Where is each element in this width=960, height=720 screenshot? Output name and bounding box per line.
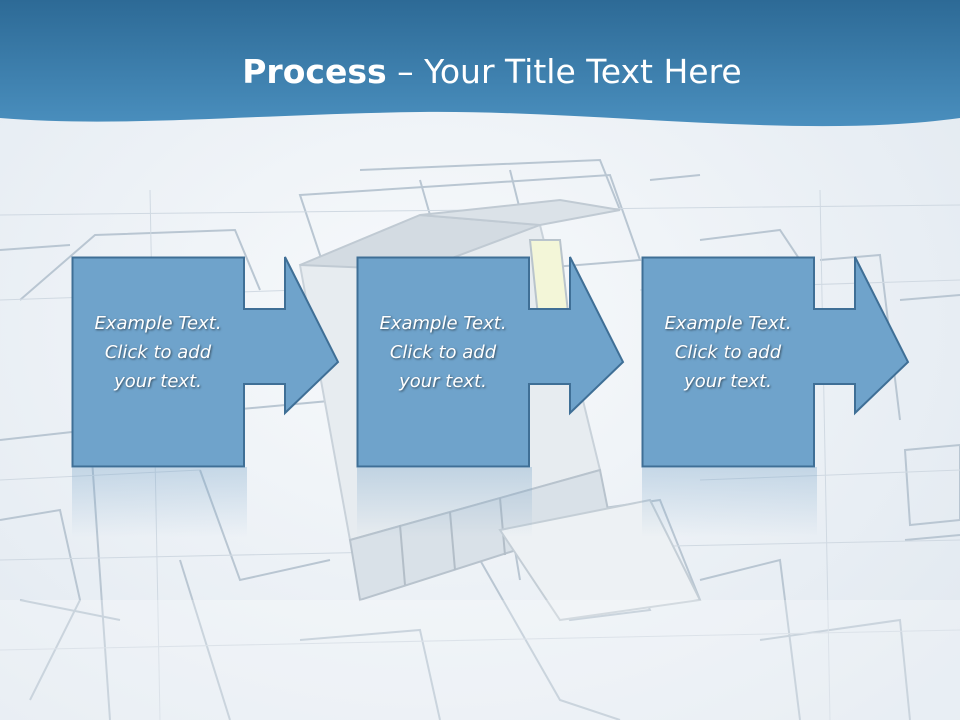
- step-3-reflection: [642, 467, 817, 537]
- step-text-line: your text.: [114, 371, 202, 392]
- right-arrow-icon: [356, 256, 625, 468]
- process-step-1[interactable]: Example Text. Click to add your text.: [71, 256, 412, 468]
- right-arrow-icon: [71, 256, 340, 468]
- slide-title-rest: – Your Title Text Here: [386, 52, 742, 91]
- step-3-arrow-shape: [641, 256, 910, 468]
- step-2-reflection: [357, 467, 532, 537]
- step-text-line: Click to add: [389, 342, 497, 363]
- slide-title-bold: Process: [242, 52, 387, 91]
- step-text-line: Click to add: [104, 342, 212, 363]
- step-2-label: Example Text. Click to add your text.: [367, 309, 519, 396]
- step-1-label: Example Text. Click to add your text.: [82, 309, 234, 396]
- slide-title[interactable]: Process – Your Title Text Here: [0, 52, 960, 91]
- step-2-arrow-shape: [356, 256, 625, 468]
- process-step-2[interactable]: Example Text. Click to add your text.: [356, 256, 697, 468]
- step-1-arrow-shape: [71, 256, 340, 468]
- step-text-line: your text.: [399, 371, 487, 392]
- step-text-line: Example Text.: [664, 313, 792, 334]
- right-arrow-icon: [641, 256, 910, 468]
- step-text-line: Example Text.: [379, 313, 507, 334]
- step-1-reflection: [72, 467, 247, 537]
- step-text-line: your text.: [684, 371, 772, 392]
- process-step-3[interactable]: Example Text. Click to add your text.: [641, 256, 960, 468]
- step-text-line: Example Text.: [94, 313, 222, 334]
- step-3-label: Example Text. Click to add your text.: [652, 309, 804, 396]
- step-text-line: Click to add: [674, 342, 782, 363]
